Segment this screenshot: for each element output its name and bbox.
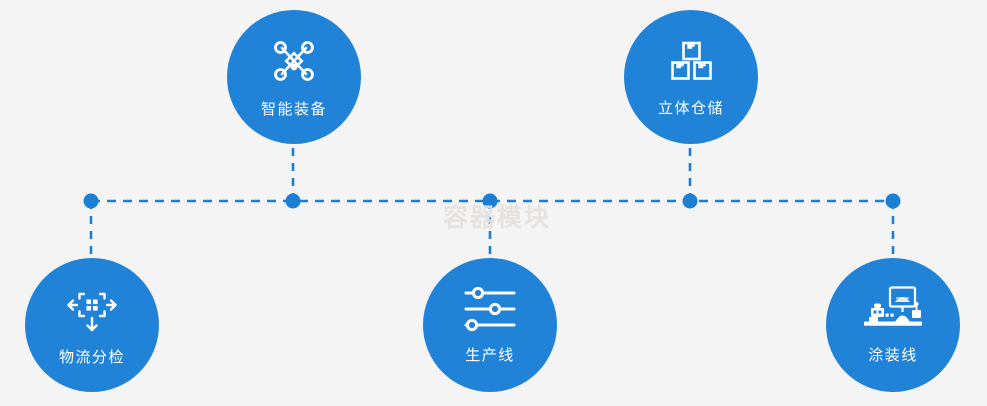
junction-dot-painting[interactable]: [885, 193, 901, 209]
node-label-production-line: 生产线: [465, 346, 515, 364]
sorting-arrows-icon: [66, 284, 118, 334]
sliders-icon: [462, 286, 518, 332]
node-warehouse[interactable]: 立体仓储: [624, 10, 758, 144]
node-painting-line[interactable]: 涂装线: [826, 258, 960, 392]
watermark-text: 容器模块: [442, 204, 551, 232]
junction-dot-sorting[interactable]: [83, 193, 99, 209]
node-label-smart-equipment: 智能装备: [260, 100, 327, 118]
stacked-boxes-icon: [667, 37, 715, 85]
network-nodes-icon: [269, 36, 319, 86]
factory-monitor-icon: [862, 285, 924, 332]
node-sorting[interactable]: 物流分检: [25, 258, 159, 392]
junction-dot-equipment[interactable]: [285, 193, 301, 209]
node-smart-equipment[interactable]: 智能装备: [227, 10, 361, 144]
node-production-line[interactable]: 生产线: [423, 258, 557, 392]
node-label-sorting: 物流分检: [58, 348, 125, 366]
junction-dot-warehouse[interactable]: [682, 193, 698, 209]
node-label-warehouse: 立体仓储: [657, 99, 724, 117]
node-label-painting-line: 涂装线: [868, 346, 918, 364]
